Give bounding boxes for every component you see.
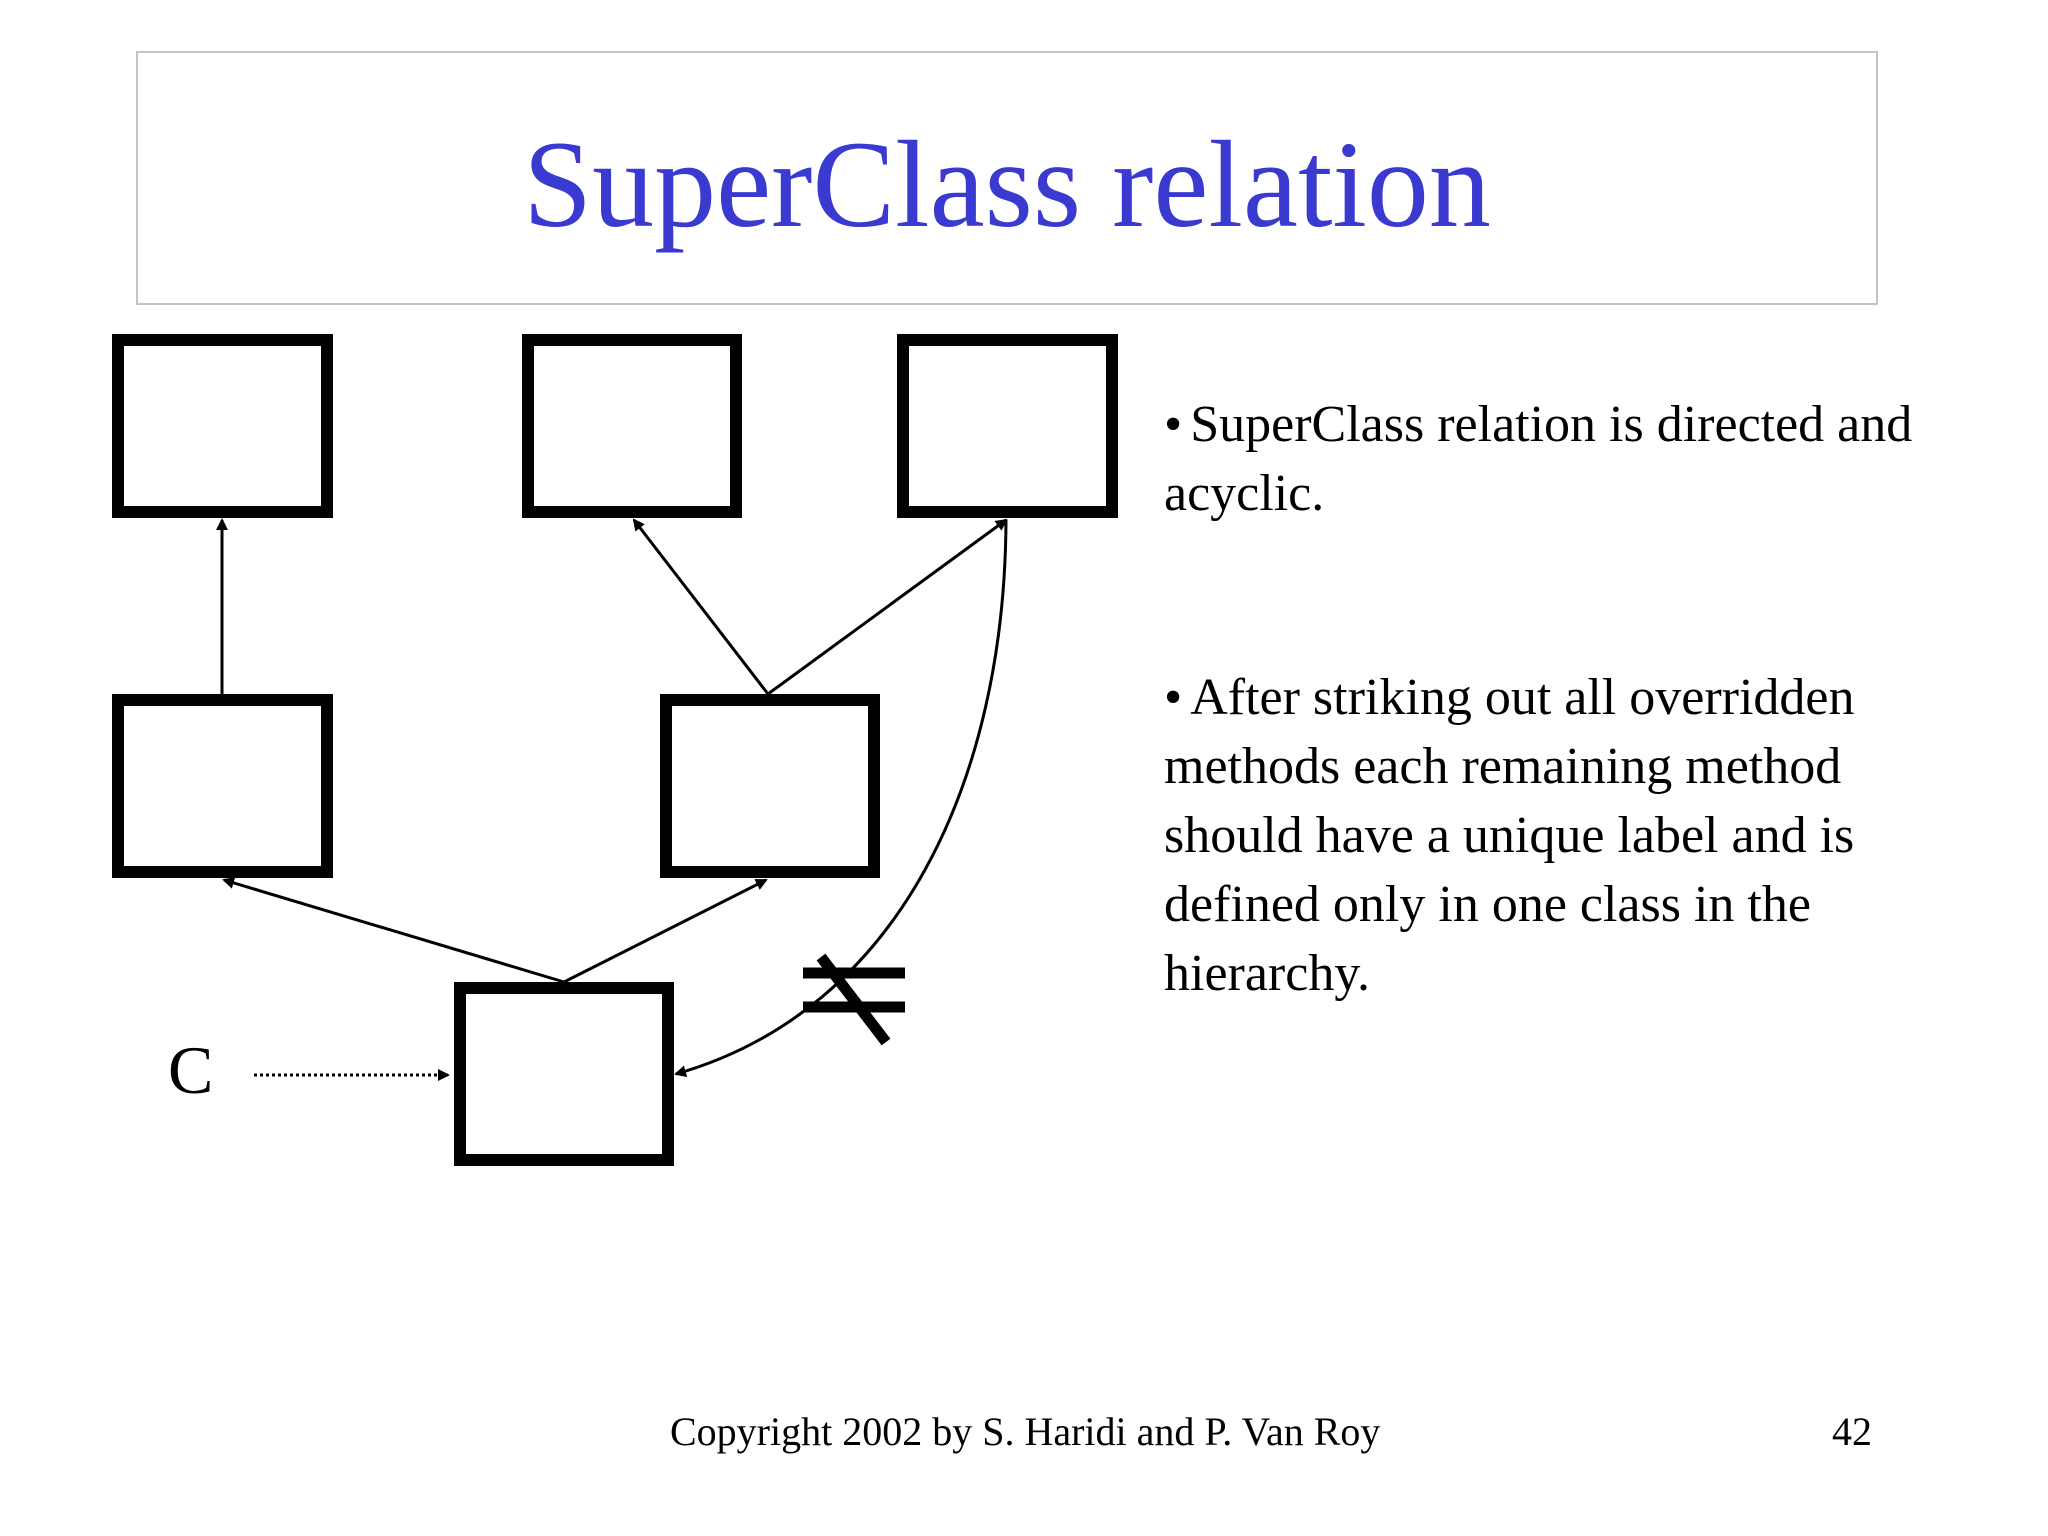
- page-number: 42: [1832, 1409, 1872, 1454]
- edge-c-to-middle-left: [222, 877, 565, 984]
- edge-c-to-middle-right: [563, 878, 768, 984]
- bullet-text: SuperClass relation is directed and acyc…: [1164, 396, 1913, 522]
- copyright-footer: Copyright 2002 by S. Haridi and P. Van R…: [670, 1409, 1381, 1454]
- class-box-c: [454, 982, 674, 1166]
- class-box-top-middle: [522, 334, 742, 518]
- edge-middle-right-to-top-right: [767, 518, 1008, 696]
- bullet-text: After striking out all overridden method…: [1164, 669, 1855, 1002]
- edge-middle-right-to-top-middle: [632, 518, 770, 695]
- bullet-item: •SuperClass relation is directed and acy…: [1164, 390, 1964, 528]
- class-label-c: C: [168, 1032, 214, 1108]
- bullet-list: •SuperClass relation is directed and acy…: [1164, 390, 1964, 1008]
- bullet-dot: •: [1164, 669, 1183, 726]
- slide-title: SuperClass relation: [523, 116, 1491, 253]
- bullet-item: •After striking out all overridden metho…: [1164, 663, 1964, 1008]
- edge-top-right-to-c-forbidden: [674, 519, 1008, 1078]
- class-box-top-left: [112, 334, 333, 518]
- not-equal-icon: [803, 953, 905, 1046]
- title-box: SuperClass relation: [136, 51, 1878, 305]
- class-box-middle-right: [660, 694, 880, 878]
- bullet-dot: •: [1164, 396, 1183, 453]
- class-box-top-right: [897, 334, 1118, 518]
- class-box-middle-left: [112, 694, 333, 878]
